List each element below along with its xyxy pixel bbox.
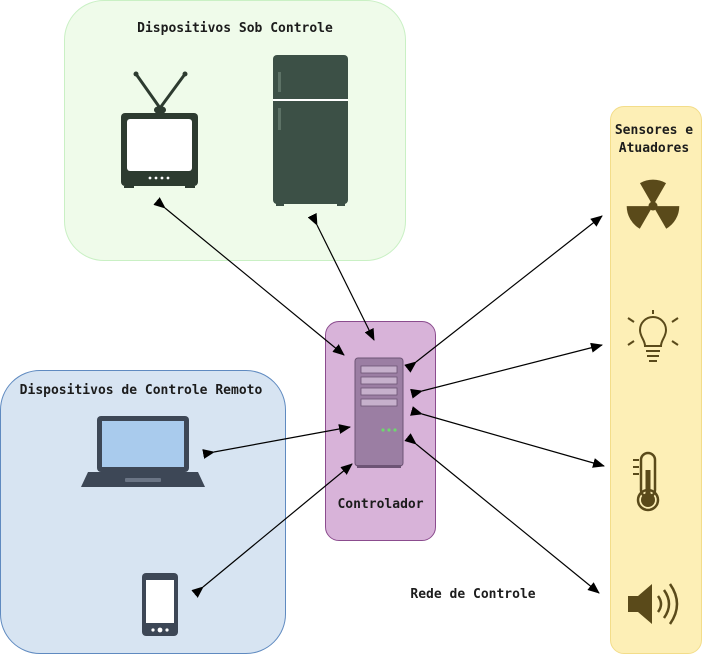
tv-icon <box>121 71 198 188</box>
arrow-phone-controller <box>191 463 353 598</box>
arrow-fridge-controller <box>307 212 375 341</box>
sensors-actuators-group <box>610 106 702 654</box>
remote-devices-title: Dispositivos de Controle Remoto <box>19 383 263 398</box>
arrow-laptop-controller <box>202 424 351 459</box>
light-bulb-icon <box>627 310 679 362</box>
radiation-icon <box>626 179 680 229</box>
arrow-controller-speaker <box>404 433 600 594</box>
thermometer-icon <box>633 451 660 512</box>
arrow-tv-controller <box>153 197 345 356</box>
arrow-controller-radiation <box>404 215 603 373</box>
controlled-devices-title: Dispositivos Sob Controle <box>137 21 333 36</box>
connections <box>153 197 605 598</box>
refrigerator-icon <box>273 55 348 206</box>
laptop-icon <box>81 416 205 487</box>
arrow-controller-thermometer <box>410 406 605 468</box>
speaker-icon <box>628 583 679 625</box>
sensors-title: Sensores e Atuadores <box>614 123 694 156</box>
server-tower-icon <box>354 357 404 468</box>
controller-title: Controlador <box>337 497 424 512</box>
arrow-controller-bulb <box>410 342 603 399</box>
smartphone-icon <box>142 573 178 636</box>
